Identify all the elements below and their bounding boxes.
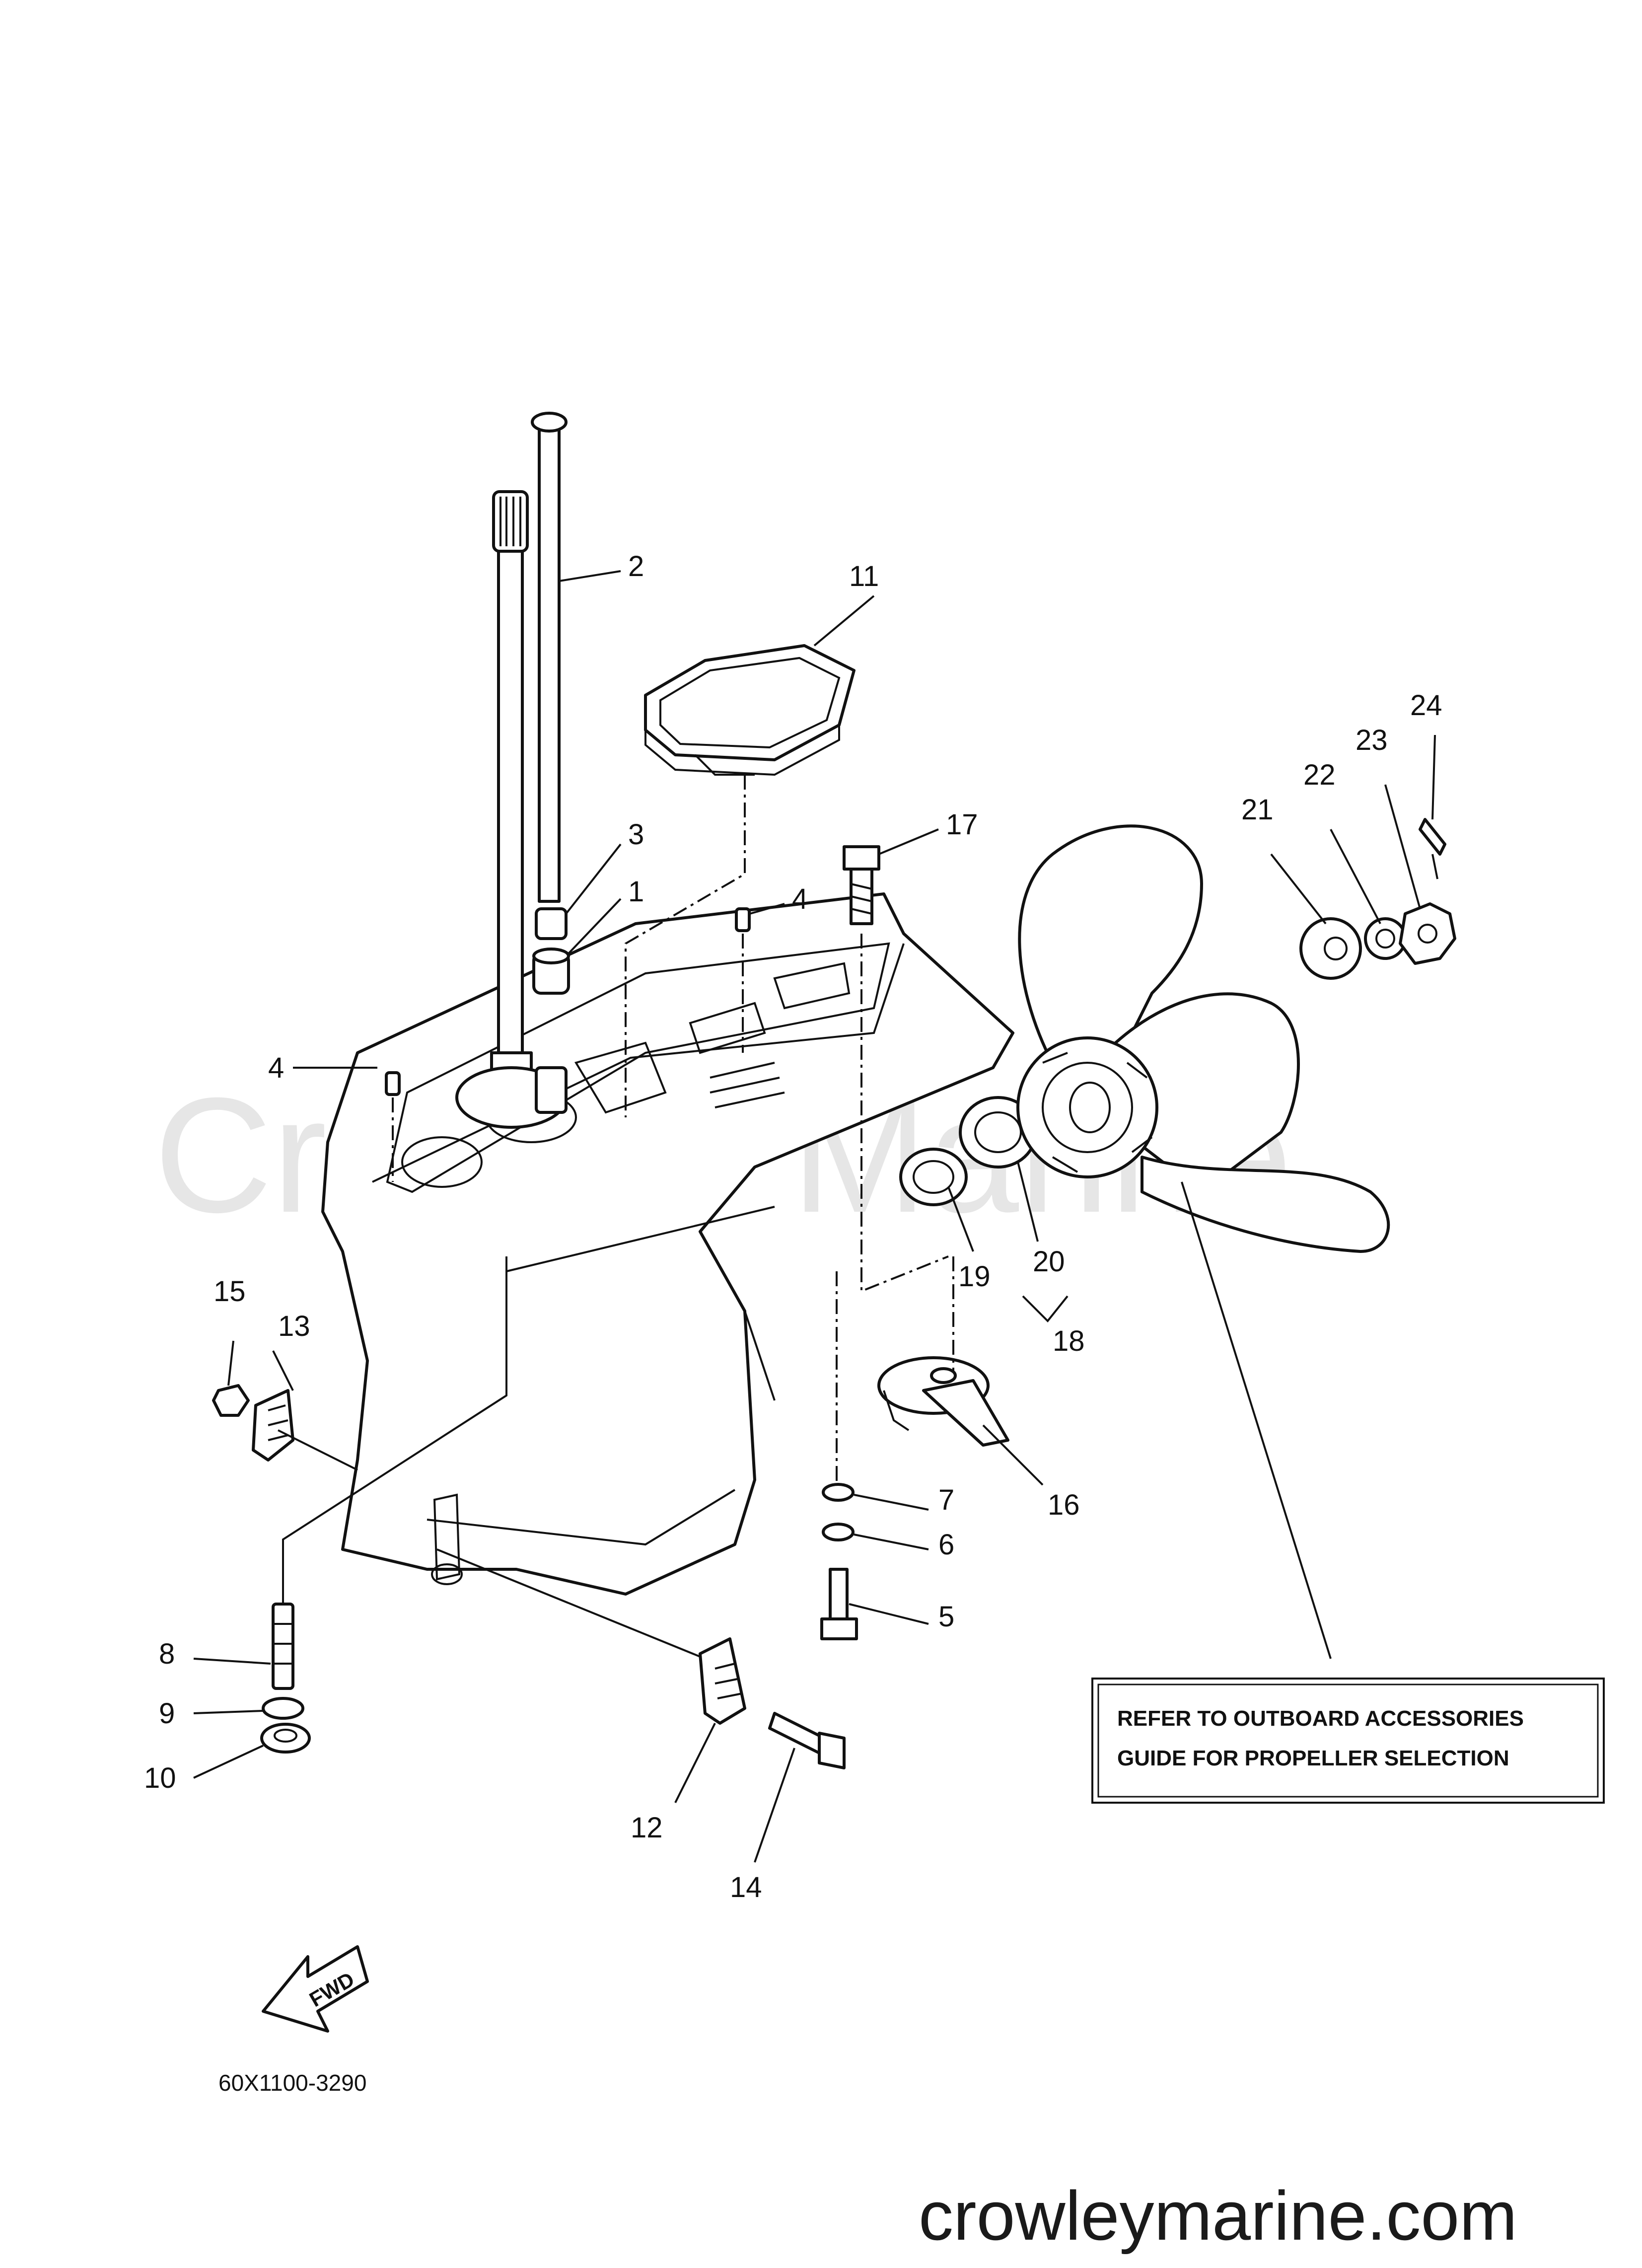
part-9-washer: [262, 1697, 304, 1720]
callout-7: 7: [938, 1484, 954, 1516]
callout-24: 24: [1410, 689, 1442, 722]
diagram-code: 60X1100-3290: [218, 2070, 366, 2096]
callout-15: 15: [214, 1275, 246, 1308]
shift-rod: [531, 412, 568, 903]
callout-6: 6: [938, 1529, 954, 1561]
dowel-pin-right: [735, 907, 751, 932]
part-7-washer: [822, 1483, 855, 1502]
part-3-bushing: [535, 907, 568, 940]
callout-14: 14: [730, 1871, 762, 1903]
part-12-anode: [699, 1637, 746, 1725]
part-1-grommet: [532, 948, 570, 995]
callout-22: 22: [1303, 759, 1336, 791]
callout-19: 19: [958, 1260, 991, 1293]
part-24-cotter-pin: [1419, 818, 1446, 879]
callout-8: 8: [159, 1638, 175, 1670]
callout-2: 2: [628, 550, 644, 583]
callout-23: 23: [1356, 724, 1388, 756]
callout-13: 13: [278, 1310, 310, 1342]
callout-12: 12: [631, 1812, 663, 1844]
part-6-lock-washer: [822, 1523, 855, 1541]
part-10-nut: [260, 1723, 311, 1754]
callout-5: 5: [938, 1601, 954, 1633]
part-22-washer: [1364, 917, 1407, 960]
callout-21: 21: [1241, 794, 1274, 826]
callout-11: 11: [849, 560, 879, 592]
part-23-castle-nut: [1399, 902, 1456, 965]
callout-10: 10: [144, 1762, 176, 1794]
part-11-gasket: [644, 644, 856, 776]
callout-3: 3: [628, 818, 644, 851]
fwd-arrow-icon: FWD: [262, 1945, 369, 2033]
propeller: [1016, 824, 1390, 1253]
callout-4-left: 4: [268, 1052, 284, 1084]
footer-site-url: crowleymarine.com: [919, 2177, 1517, 2255]
part-16-trim-tab: [877, 1356, 1009, 1447]
part-5-bolt: [820, 1568, 858, 1640]
callout-9: 9: [159, 1697, 175, 1730]
propeller-note-box: REFER TO OUTBOARD ACCESSORIES GUIDE FOR …: [1091, 1678, 1605, 1804]
callout-18: 18: [1053, 1325, 1085, 1357]
part-15-nut: [212, 1384, 250, 1417]
callout-4-right: 4: [792, 883, 808, 915]
callout-labels: 2 11 3 1 4 4 17 21 22 23 24 19 20 18 15 …: [144, 550, 1442, 1903]
part-13-anode: [252, 1389, 294, 1462]
callout-16: 16: [1048, 1489, 1080, 1521]
part-19-oil-seal: [899, 1148, 968, 1206]
callout-20: 20: [1033, 1245, 1065, 1278]
callout-1: 1: [628, 876, 644, 908]
dowel-pin-left: [385, 1071, 401, 1096]
part-8-stud-bolt: [272, 1603, 294, 1690]
part-14-screw: [768, 1712, 846, 1769]
part-21-spacer: [1299, 917, 1362, 980]
shift-rod-holder: [535, 1066, 568, 1114]
callout-17: 17: [946, 808, 978, 841]
note-line-2: GUIDE FOR PROPELLER SELECTION: [1117, 1746, 1509, 1770]
leader-lines: [193, 570, 1436, 1863]
part-17-bolt: [843, 845, 880, 925]
note-line-1: REFER TO OUTBOARD ACCESSORIES: [1117, 1706, 1524, 1731]
